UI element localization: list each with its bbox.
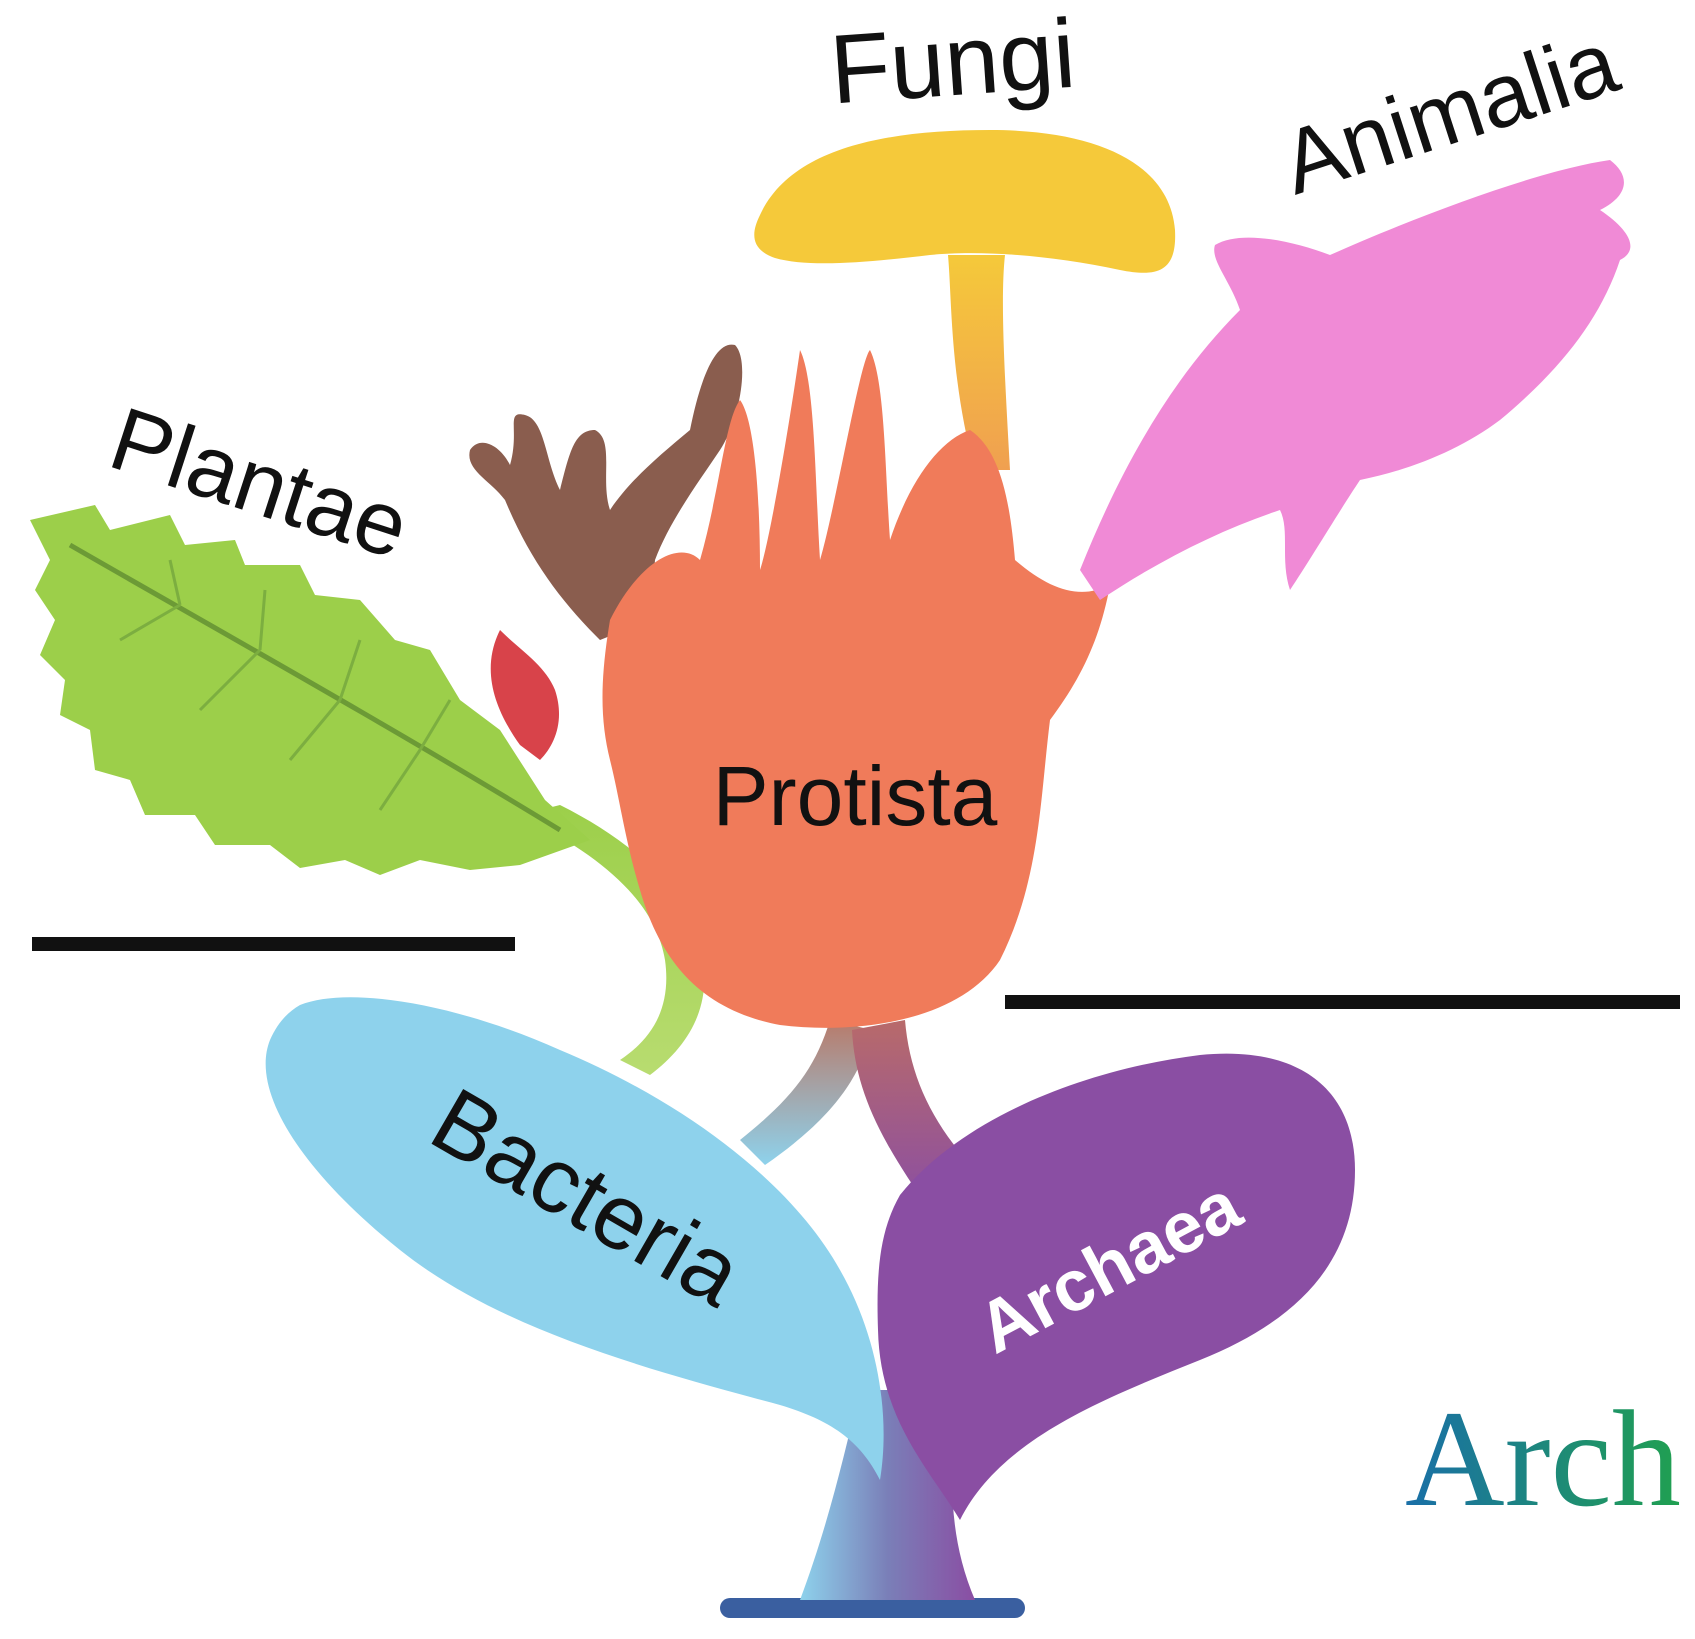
protista-label: Protista [713, 749, 998, 843]
fungi-label: Fungi [827, 0, 1079, 124]
root-base [720, 1598, 1025, 1618]
fungi-node [754, 130, 1175, 273]
white-notch [640, 1392, 710, 1462]
bacteria-stem [740, 1020, 872, 1165]
watermark-text: Arch [1405, 1382, 1681, 1535]
